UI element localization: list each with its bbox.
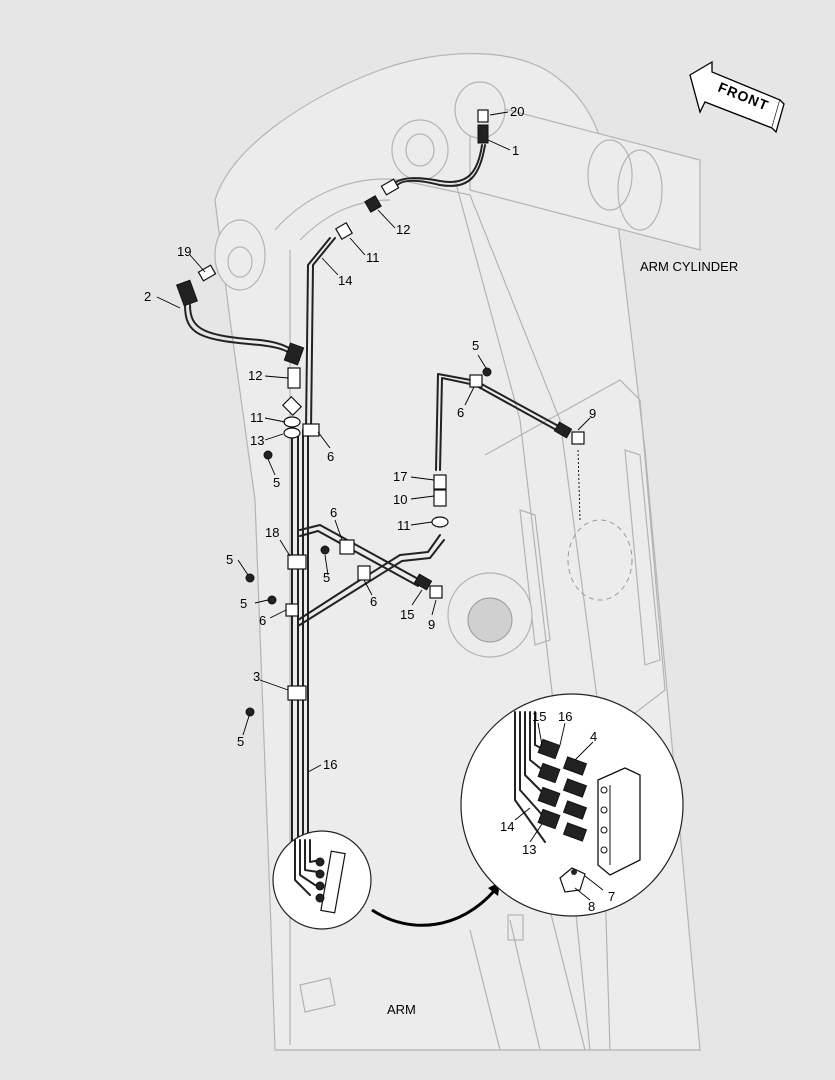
callout-14: 14 (500, 819, 514, 834)
front-arrow-icon: FRONT (689, 60, 785, 134)
callout-3: 3 (253, 669, 260, 684)
bolt-5 (482, 367, 492, 377)
clamp-18 (287, 554, 307, 570)
callout-6: 6 (370, 594, 377, 609)
callout-8: 8 (588, 899, 595, 914)
arm-label: ARM (387, 1002, 416, 1017)
bolt-5 (267, 595, 277, 605)
callout-9: 9 (589, 406, 596, 421)
clamp-6-e (285, 603, 299, 617)
detail-circle-large (460, 693, 684, 917)
bolt-5 (263, 450, 273, 460)
bolt-5 (245, 707, 255, 717)
fitting-1-end (477, 124, 489, 144)
callout-11: 11 (397, 518, 411, 533)
callout-12: 12 (396, 222, 410, 237)
callout-15: 15 (400, 607, 414, 622)
detail-link-arrow (371, 889, 497, 927)
callout-16: 16 (558, 709, 572, 724)
callout-11: 11 (366, 250, 380, 265)
callout-17: 17 (393, 469, 407, 484)
callout-9: 9 (428, 617, 435, 632)
leader-lines (156, 111, 604, 901)
callout-13: 13 (522, 842, 536, 857)
callout-6: 6 (327, 449, 334, 464)
callout-19: 19 (177, 244, 191, 259)
detail-circle-small (272, 830, 372, 930)
callout-2: 2 (144, 289, 151, 304)
callout-7: 7 (608, 889, 615, 904)
callout-18: 18 (265, 525, 279, 540)
callout-5: 5 (472, 338, 479, 353)
fittings (176, 109, 585, 599)
callout-1: 1 (512, 143, 519, 158)
clamp-6-c (339, 539, 355, 555)
callout-15: 15 (532, 709, 546, 724)
callout-16: 16 (323, 757, 337, 772)
bolt-5 (245, 573, 255, 583)
callout-5: 5 (226, 552, 233, 567)
fitting-20 (477, 109, 489, 123)
arm-cylinder-label: ARM CYLINDER (640, 259, 738, 274)
callout-11: 11 (250, 410, 264, 425)
callout-6: 6 (457, 405, 464, 420)
clamp-6-d (357, 565, 371, 581)
callout-5: 5 (240, 596, 247, 611)
callout-5: 5 (323, 570, 330, 585)
callout-5: 5 (237, 734, 244, 749)
callout-13: 13 (250, 433, 264, 448)
hose-lines (184, 144, 563, 861)
callout-5: 5 (273, 475, 280, 490)
callout-4: 4 (590, 729, 597, 744)
callout-numbers: 20 1 12 11 14 19 2 12 11 13 6 5 5 6 9 17… (144, 104, 615, 914)
callout-12: 12 (248, 368, 262, 383)
clamp-6-b (469, 374, 483, 388)
clamp-6-a (302, 423, 320, 437)
callout-10: 10 (393, 492, 407, 507)
callout-14: 14 (338, 273, 352, 288)
callout-6: 6 (330, 505, 337, 520)
clamp-3 (287, 685, 307, 701)
callout-6: 6 (259, 613, 266, 628)
callout-20: 20 (510, 104, 524, 119)
bolt-5 (320, 545, 330, 555)
